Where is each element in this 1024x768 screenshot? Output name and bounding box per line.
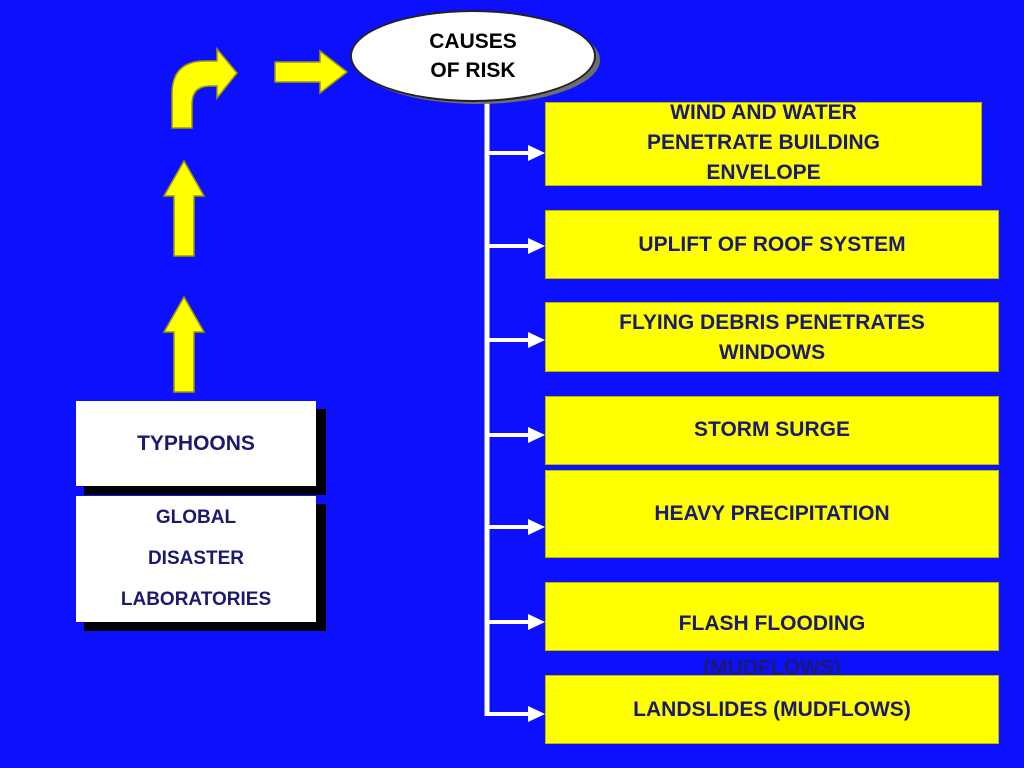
cause-1-line-2: PENETRATE BUILDING [647, 131, 880, 154]
title-line-2: OF RISK [430, 59, 516, 82]
right-arrow-top [274, 49, 349, 95]
cause-box-flying-debris: FLYING DEBRIS PENETRATES WINDOWS [545, 302, 999, 372]
title-line-1: CAUSES [429, 30, 517, 53]
cause-box-uplift-of-roof: UPLIFT OF ROOF SYSTEM [545, 210, 999, 279]
branch-arrow-5 [487, 519, 545, 535]
branch-arrow-2 [487, 238, 545, 254]
cause-box-heavy-precipitation: HEAVY PRECIPITATION [545, 470, 999, 558]
causes-of-risk-node: CAUSES OF RISK [348, 8, 606, 110]
stray-mudflows-text: (MUDFLOWS) [703, 656, 841, 679]
global-disaster-laboratories-panel: GLOBAL DISASTER LABORATORIES [76, 496, 316, 622]
branch-arrow-1 [487, 145, 545, 161]
typhoons-panel: TYPHOONS [76, 401, 316, 486]
branch-arrow-6 [487, 614, 545, 630]
cause-2-line-1: UPLIFT OF ROOF SYSTEM [638, 233, 906, 256]
cause-1-line-3: ENVELOPE [706, 161, 821, 184]
cause-6-line-1: FLASH FLOODING [678, 612, 866, 635]
title-ellipse: CAUSES OF RISK [350, 10, 596, 102]
gdl-line-1: GLOBAL [155, 507, 237, 528]
cause-box-wind-and-water: WIND AND WATER PENETRATE BUILDING ENVELO… [545, 102, 982, 186]
cause-3-line-2: WINDOWS [718, 341, 826, 364]
branch-arrow-7 [487, 706, 545, 722]
up-arrow-lower [162, 295, 206, 393]
cause-box-storm-surge: STORM SURGE [545, 396, 999, 465]
gdl-line-2: DISASTER [147, 548, 245, 569]
curved-arrow [171, 46, 238, 129]
cause-3-line-1: FLYING DEBRIS PENETRATES [619, 311, 925, 334]
cause-5-line-1: HEAVY PRECIPITATION [654, 502, 890, 525]
up-arrow-upper [162, 159, 206, 257]
branch-arrow-3 [487, 332, 545, 348]
cause-7-line-1: LANDSLIDES (MUDFLOWS) [633, 698, 911, 721]
cause-box-flash-flooding: FLASH FLOODING [545, 582, 999, 651]
cause-1-line-1: WIND AND WATER [670, 102, 857, 124]
cause-4-line-1: STORM SURGE [694, 418, 850, 441]
branch-arrow-4 [487, 427, 545, 443]
cause-box-landslides: LANDSLIDES (MUDFLOWS) [545, 675, 999, 744]
gdl-line-3: LABORATORIES [120, 589, 272, 610]
